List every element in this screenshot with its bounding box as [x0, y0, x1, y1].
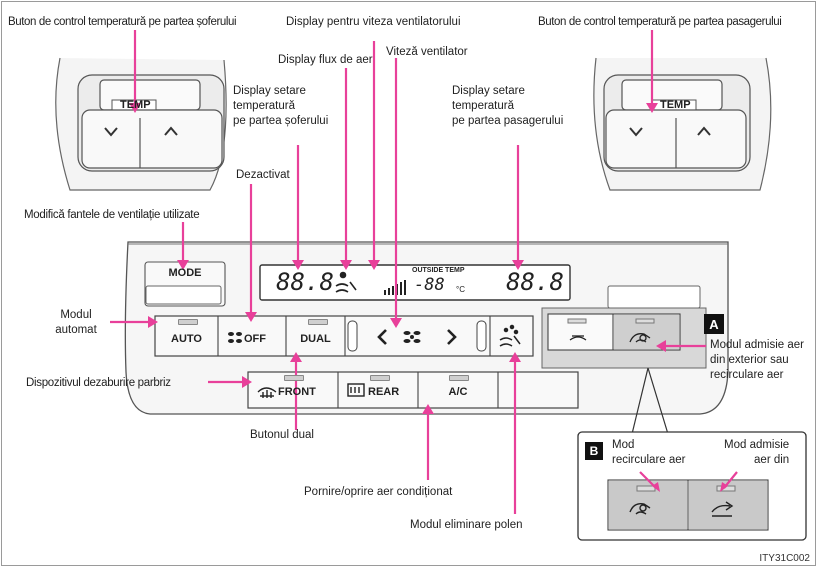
passenger-temp-knob	[593, 57, 772, 191]
label-intake-mode: Modul admisie aer din exterior sau recir…	[710, 339, 804, 381]
label-defog: Dispozitivul dezaburire parbriz	[26, 377, 171, 389]
rear-defrost-icon	[347, 383, 365, 397]
figure-code: ITY31C002	[759, 553, 810, 564]
auto-button[interactable]: AUTO	[171, 333, 202, 345]
driver-knob-temp-label: TEMP	[120, 99, 151, 111]
label-dual-button: Butonul dual	[250, 429, 314, 441]
label-off: Dezactivat	[236, 169, 290, 181]
label-ac-toggle: Pornire/oprire aer condiționat	[304, 486, 453, 498]
fan-decrease-icon	[377, 329, 387, 345]
airflow-icon	[335, 271, 357, 293]
box-b-label: B	[589, 444, 599, 458]
dual-button[interactable]: DUAL	[300, 333, 331, 345]
label-mode-vents: Modifică fantele de ventilație utilizate	[24, 209, 200, 221]
recirculate-mode-icon	[629, 502, 651, 515]
pollen-removal-icon	[499, 324, 521, 347]
fan-icon	[403, 331, 421, 343]
passenger-knob-temp-label: TEMP	[660, 99, 691, 111]
mode-label: MODE	[168, 267, 202, 279]
label-driver-temp-display: Display setare temperatură pe partea șof…	[233, 85, 329, 127]
label-passenger-knob: Buton de control temperatură pe partea p…	[538, 16, 782, 28]
label-b-recirc: Mod recirculare aer	[612, 439, 686, 466]
ac-button[interactable]: A/C	[448, 386, 468, 398]
label-fan-speed-display: Display pentru viteza ventilatorului	[286, 16, 461, 28]
front-defrost-button[interactable]: FRONT	[278, 386, 316, 398]
front-defrost-icon	[257, 387, 277, 398]
label-passenger-temp-display: Display setare temperatură pe partea pas…	[452, 85, 564, 127]
driver-temp-knob	[55, 57, 227, 191]
defog-mode-icon	[569, 335, 587, 341]
label-auto-mode: Modul automat	[55, 309, 97, 336]
outside-temp-unit: °C	[456, 285, 465, 294]
label-fan-speed: Viteză ventilator	[386, 46, 468, 58]
off-button[interactable]: OFF	[244, 333, 266, 345]
label-pollen-mode: Modul eliminare polen	[410, 519, 523, 531]
outside-temp-label: OUTSIDE TEMP	[412, 267, 465, 274]
label-b-outside: Mod admisie aer din	[724, 439, 790, 466]
label-driver-knob: Buton de control temperatură pe partea ș…	[8, 16, 237, 28]
fan-increase-icon	[447, 329, 457, 345]
fan-off-icon	[228, 332, 242, 343]
box-a-label: A	[709, 316, 719, 332]
outside-temp-value: -88	[414, 275, 445, 295]
passenger-temp-readout: 88.8	[506, 268, 564, 296]
driver-temp-readout: 88.8	[276, 268, 334, 296]
outside-air-mode-icon	[711, 501, 734, 517]
recirculate-icon	[629, 333, 651, 343]
label-airflow-display: Display flux de aer	[278, 54, 373, 66]
rear-defrost-button[interactable]: REAR	[368, 386, 400, 398]
